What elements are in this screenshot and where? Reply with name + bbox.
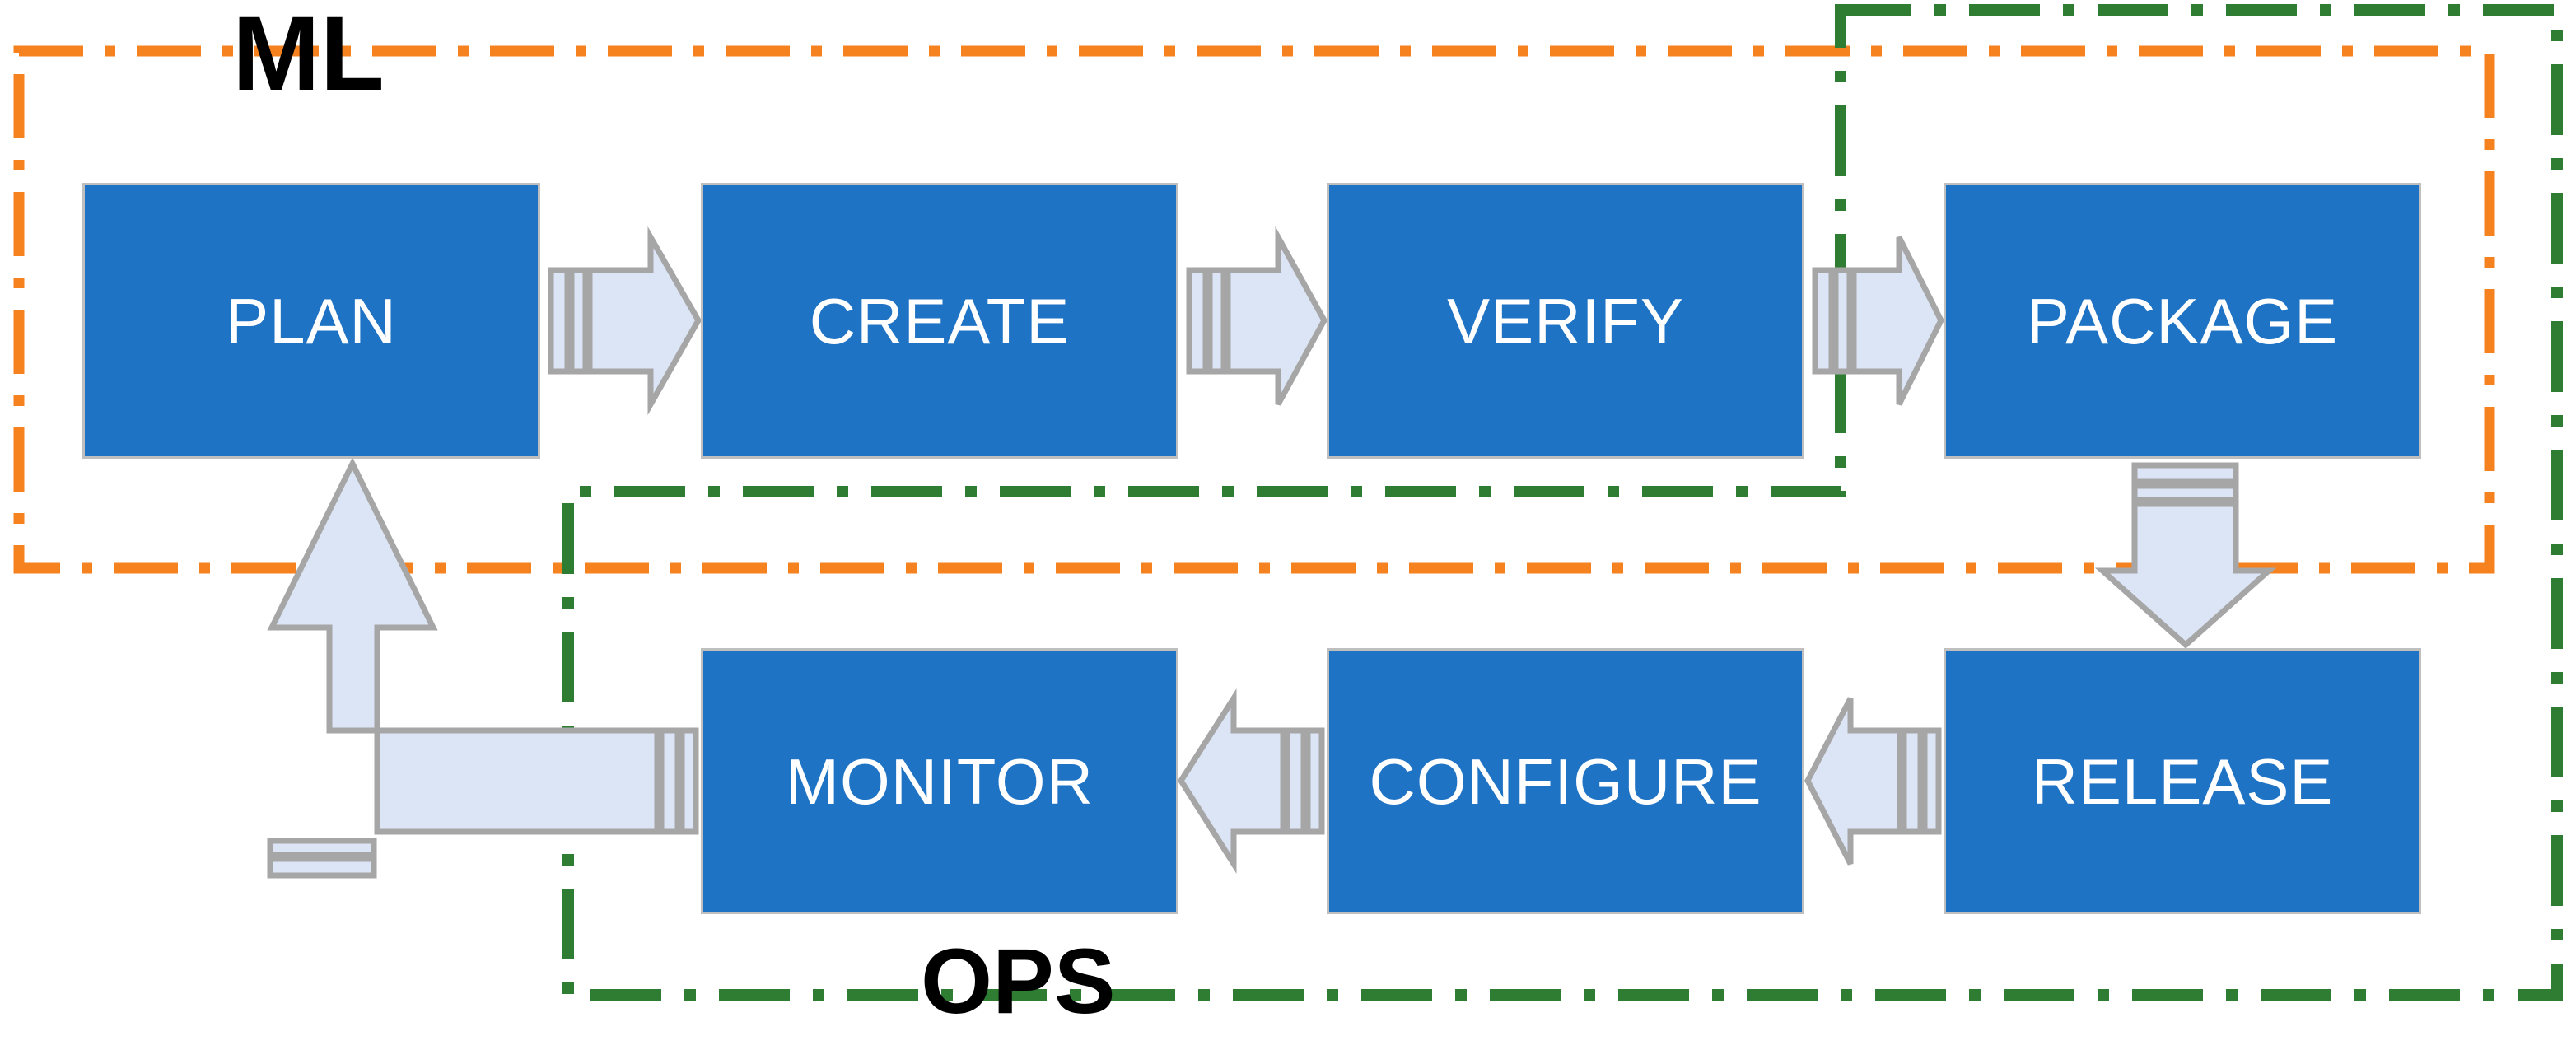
stage-label-monitor: MONITOR <box>786 744 1094 818</box>
stage-box-verify[interactable]: VERIFY <box>1327 183 1804 459</box>
stage-box-plan[interactable]: PLAN <box>82 183 540 459</box>
stage-label-create: CREATE <box>809 284 1071 357</box>
stage-label-release: RELEASE <box>2031 744 2334 818</box>
connector-release-to-configure <box>1804 697 1942 866</box>
connector-verify-to-package <box>1812 236 1944 406</box>
stage-label-verify: VERIFY <box>1447 284 1684 357</box>
stage-label-configure: CONFIGURE <box>1369 744 1762 818</box>
ml-group-title: ML <box>232 0 385 113</box>
stage-box-package[interactable]: PACKAGE <box>1944 183 2421 459</box>
stage-label-package: PACKAGE <box>2026 284 2339 357</box>
stage-box-monitor[interactable]: MONITOR <box>701 648 1178 914</box>
stage-box-configure[interactable]: CONFIGURE <box>1327 648 1804 914</box>
connector-create-to-verify <box>1186 226 1328 406</box>
connector-package-to-release <box>2094 462 2277 649</box>
connector-configure-to-monitor <box>1177 688 1325 875</box>
stage-box-release[interactable]: RELEASE <box>1944 648 2421 914</box>
connector-monitor-to-plan <box>267 457 699 879</box>
ml-boundary-rect <box>13 45 2495 574</box>
stage-box-create[interactable]: CREATE <box>701 183 1178 459</box>
ops-boundary-path <box>562 4 2563 1001</box>
stage-label-plan: PLAN <box>226 284 397 357</box>
connector-plan-to-create <box>548 226 702 416</box>
ops-group-title: OPS <box>921 930 1116 1033</box>
